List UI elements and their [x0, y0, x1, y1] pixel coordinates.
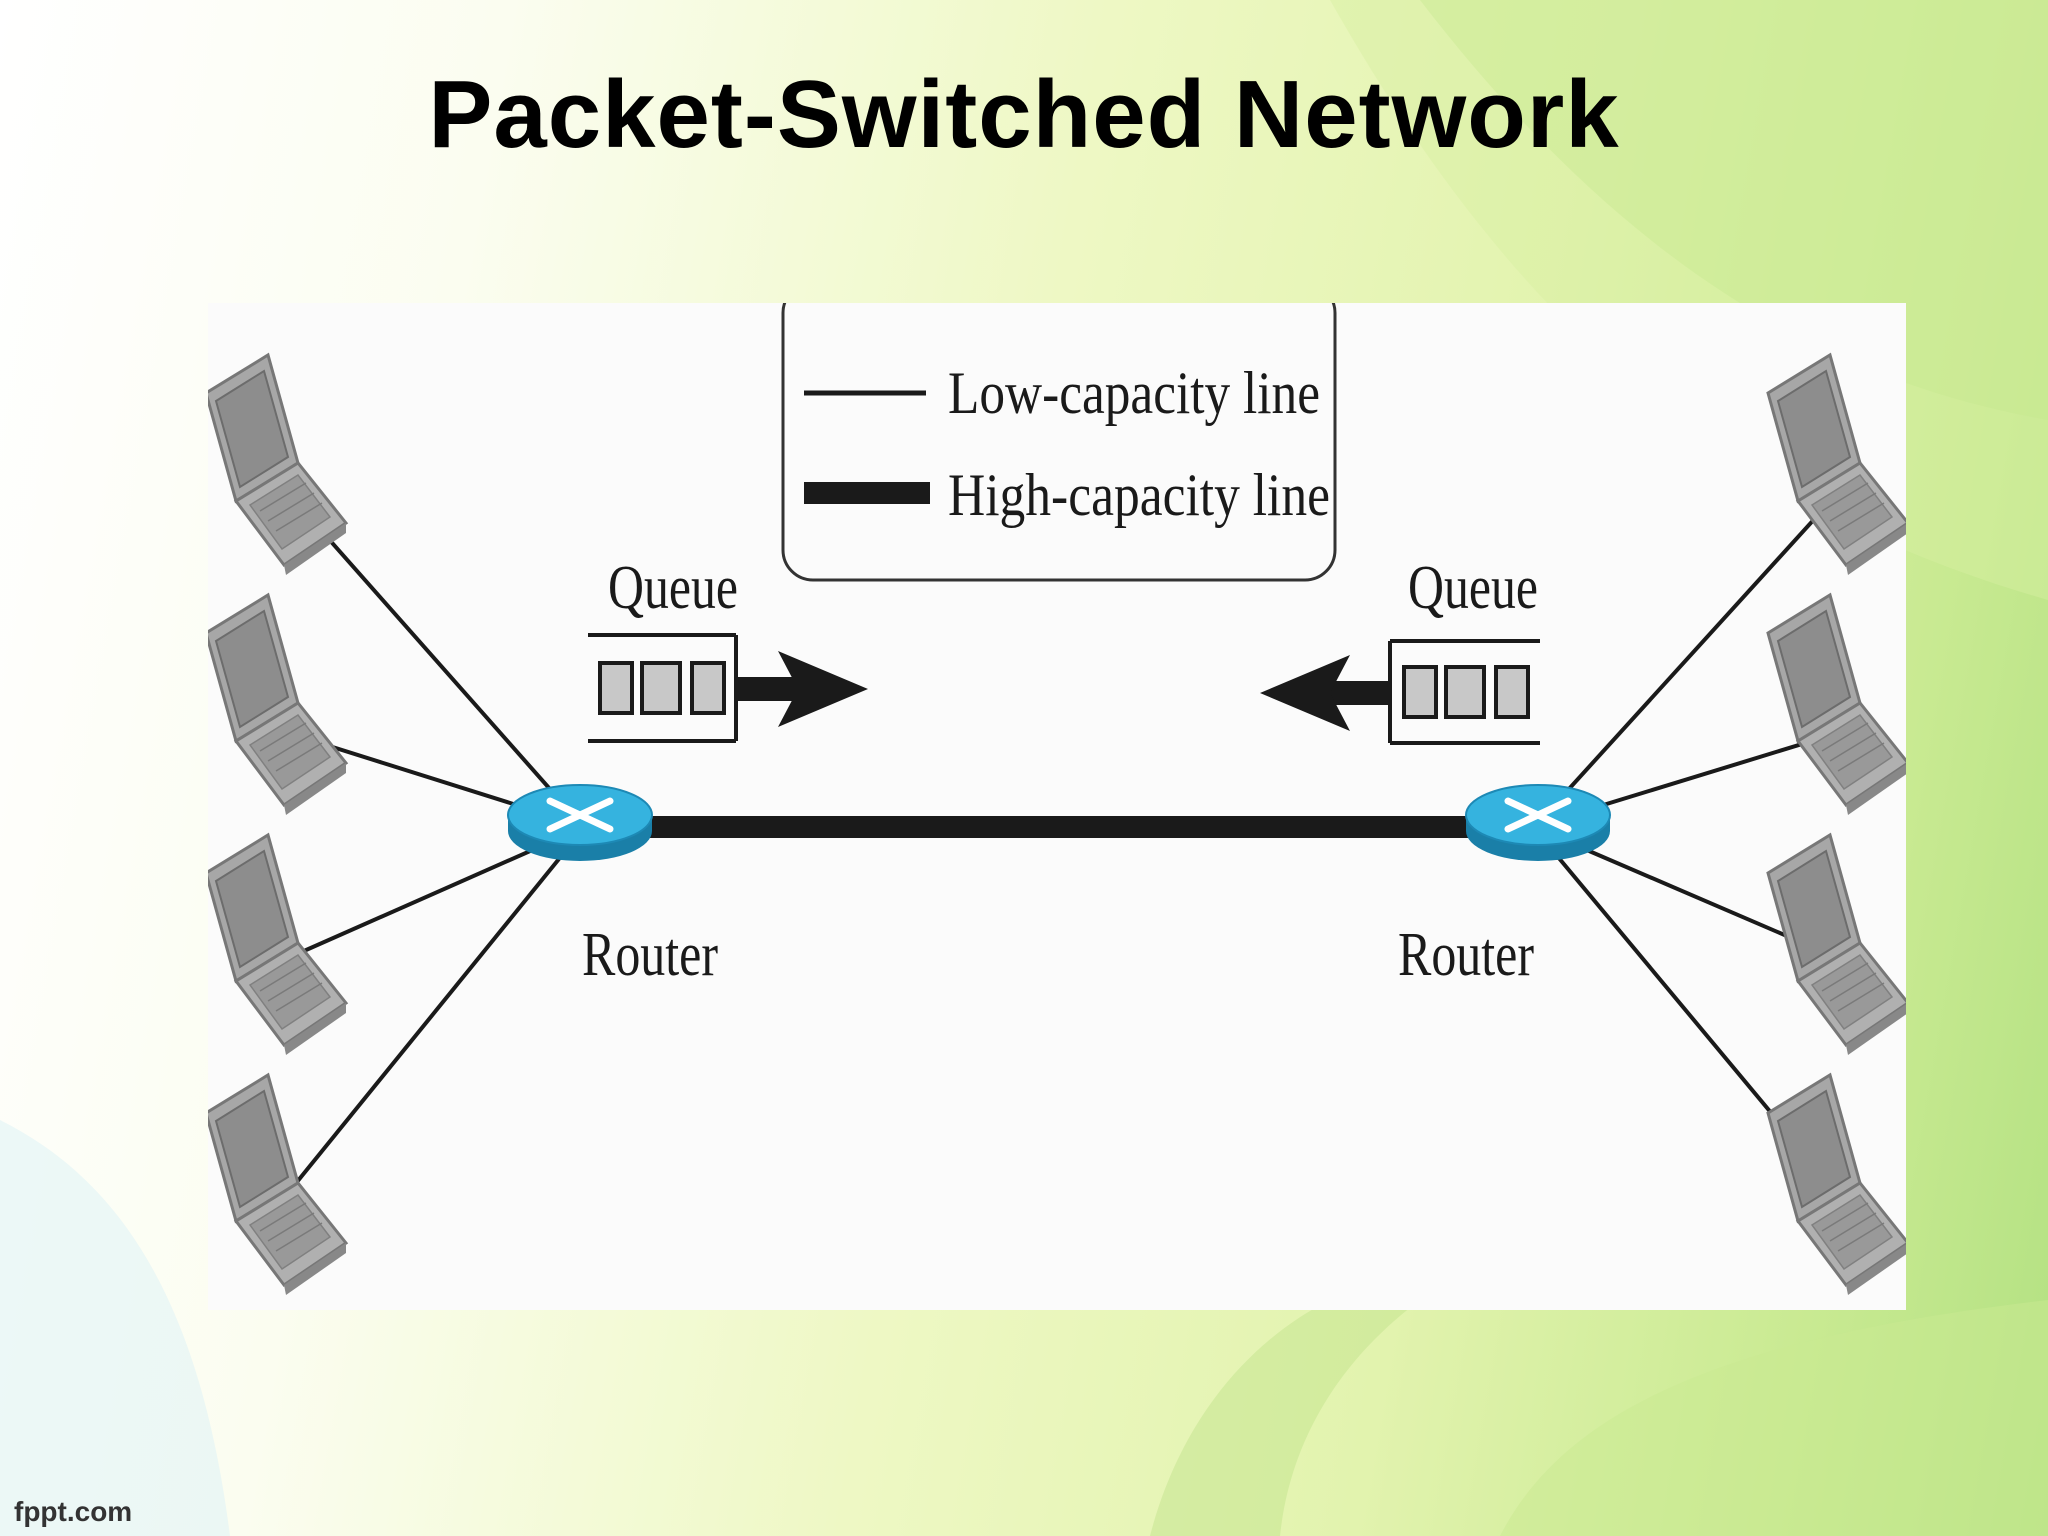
- laptop-icon: [1766, 833, 1906, 1057]
- laptop-icon: [208, 593, 348, 817]
- queue-packet: [1402, 665, 1438, 719]
- legend-low-capacity-label: Low-capacity line: [948, 360, 1320, 426]
- left-queue-label: Queue: [608, 554, 738, 622]
- laptop-icon: [1766, 1073, 1906, 1297]
- laptop-icon: [208, 1073, 348, 1297]
- left-queue: Queue: [588, 554, 868, 743]
- right-queue: Queue: [1260, 554, 1540, 745]
- queue-packet: [598, 661, 634, 715]
- queue-packet: [1444, 665, 1486, 719]
- right-queue-label: Queue: [1408, 554, 1538, 622]
- laptop-icon: [1766, 353, 1906, 577]
- right-router-icon: [1466, 785, 1610, 861]
- queue-packet: [640, 661, 682, 715]
- left-link-4: [286, 831, 582, 1195]
- network-diagram: Low-capacity line High-capacity line Que…: [208, 303, 1906, 1310]
- laptop-icon: [208, 833, 348, 1057]
- arrow-right-icon: [738, 651, 868, 727]
- arrow-left-icon: [1260, 655, 1390, 731]
- right-link-1: [1536, 491, 1840, 825]
- left-link-1: [286, 491, 582, 825]
- legend-high-capacity-label: High-capacity line: [948, 462, 1330, 528]
- laptop-icon: [1766, 593, 1906, 817]
- laptop-icon: [208, 353, 348, 577]
- queue-packet: [690, 661, 726, 715]
- right-router-label: Router: [1398, 921, 1534, 989]
- left-router-label: Router: [582, 921, 718, 989]
- left-router-icon: [508, 785, 652, 861]
- slide-title: Packet-Switched Network: [428, 61, 1620, 168]
- footer-brand: fppt.com: [14, 1496, 133, 1527]
- queue-packet: [1494, 665, 1530, 719]
- legend: Low-capacity line High-capacity line: [781, 303, 1337, 582]
